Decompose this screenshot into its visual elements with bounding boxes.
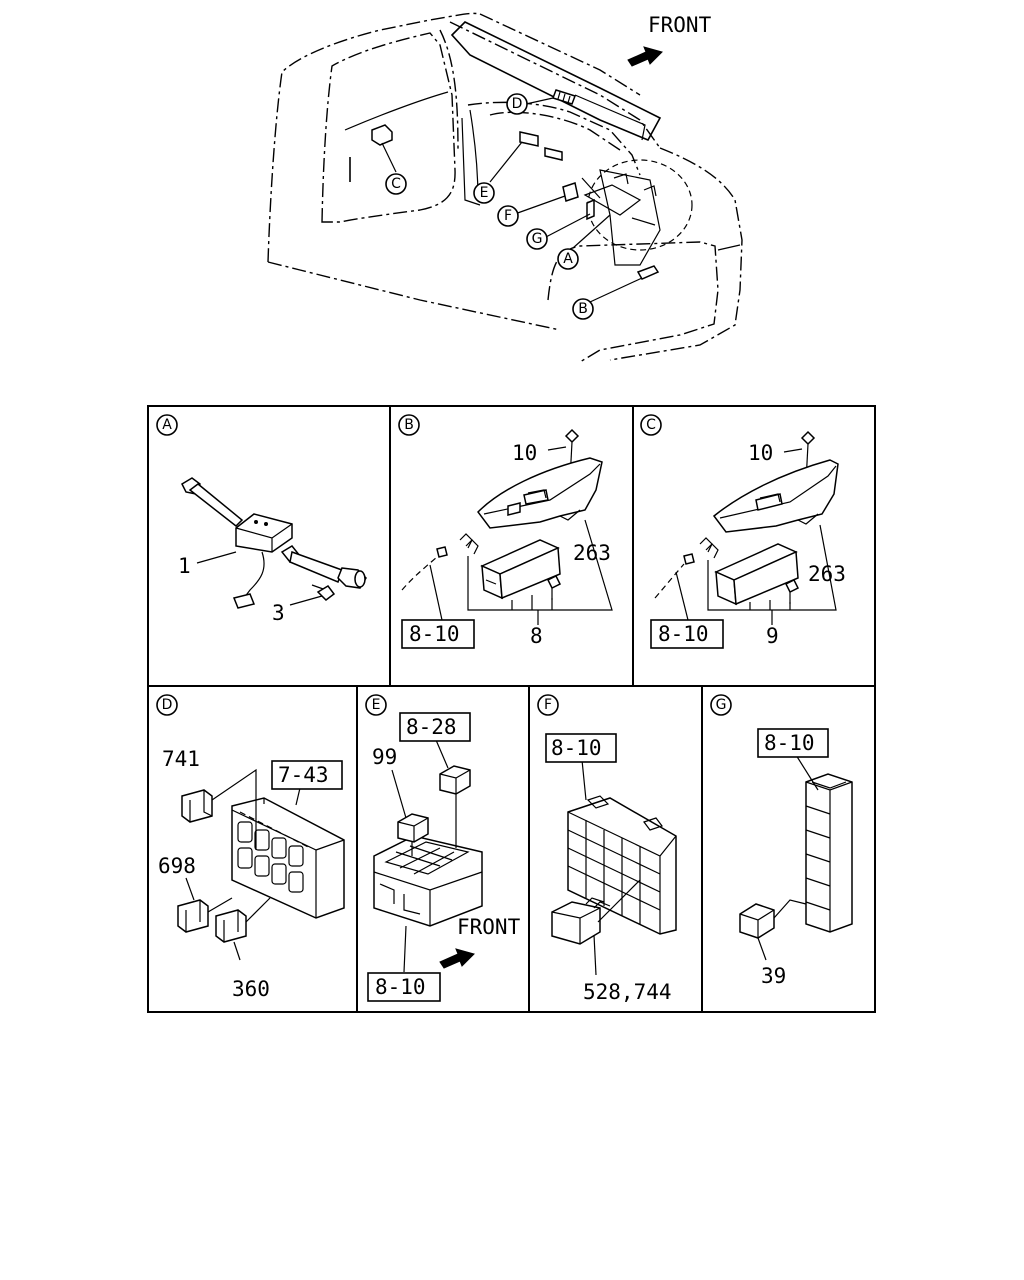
part-number: 99 <box>372 745 397 769</box>
panel-letter: B <box>404 417 414 433</box>
panel-b: B 8-10 10 263 8 <box>398 414 613 649</box>
part-number: 10 <box>512 441 537 465</box>
part-number: 360 <box>232 977 270 1001</box>
overview-callout-a[interactable]: A <box>557 248 579 270</box>
reference-box-label: 8-10 <box>764 731 815 755</box>
panel-letter: G <box>716 697 727 713</box>
overview-callout-e[interactable]: E <box>473 182 495 204</box>
reference-box-label: 7-43 <box>278 763 329 787</box>
part-number: 263 <box>573 541 611 565</box>
part-number: 528,744 <box>583 980 672 1004</box>
panel-f: F 8-10 528,744 <box>537 694 677 1004</box>
panel-letter: A <box>162 417 172 433</box>
callout-letter: C <box>391 176 401 192</box>
callout-letter: B <box>578 301 588 317</box>
reference-box-label: 8-28 <box>406 715 457 739</box>
part-number: 39 <box>761 964 786 988</box>
callout-letter: F <box>504 208 512 224</box>
callout-letter: G <box>532 231 543 247</box>
part-number: 698 <box>158 854 196 878</box>
panel-c: C 8-10 10 263 9 <box>640 414 846 649</box>
callout-letter: E <box>480 185 489 201</box>
panel-letter: E <box>372 697 381 713</box>
panel-a: A 1 3 <box>156 414 367 625</box>
front-label: FRONT <box>457 915 521 939</box>
overview-leaders <box>381 97 643 303</box>
callout-letter: D <box>512 96 523 112</box>
panel-letter: D <box>162 697 173 713</box>
part-number: 1 <box>178 554 191 578</box>
vehicle-overview <box>267 12 743 363</box>
part-number: 8 <box>530 624 543 648</box>
panel-g: G 8-10 39 <box>710 694 853 988</box>
part-number: 10 <box>748 441 773 465</box>
part-number: 741 <box>162 747 200 771</box>
front-arrow-icon <box>439 948 475 969</box>
overview-callout-g[interactable]: G <box>526 228 548 250</box>
part-number: 3 <box>272 601 285 625</box>
part-number: 263 <box>808 562 846 586</box>
reference-box-label: 8-10 <box>409 622 460 646</box>
panel-d: D 7-43 741 698 <box>156 694 345 1001</box>
overview-callout-b[interactable]: B <box>572 298 594 320</box>
reference-box-label: 8-10 <box>551 736 602 760</box>
overview-callout-f[interactable]: F <box>497 205 519 227</box>
part-number: 9 <box>766 624 779 648</box>
overview-callout-c[interactable]: C <box>385 173 407 195</box>
panel-e: E 8-28 8-10 99 FRONT <box>365 694 521 1002</box>
panel-letter: C <box>646 417 656 433</box>
panel-grid <box>147 405 876 1013</box>
callout-letter: A <box>563 251 573 267</box>
overview-callout-d[interactable]: D <box>506 93 528 115</box>
reference-box-label: 8-10 <box>375 975 426 999</box>
overview-front-label: FRONT <box>648 13 712 37</box>
panel-letter: F <box>544 697 552 713</box>
overview-front-arrow-icon <box>627 46 663 67</box>
reference-box-label: 8-10 <box>658 622 709 646</box>
